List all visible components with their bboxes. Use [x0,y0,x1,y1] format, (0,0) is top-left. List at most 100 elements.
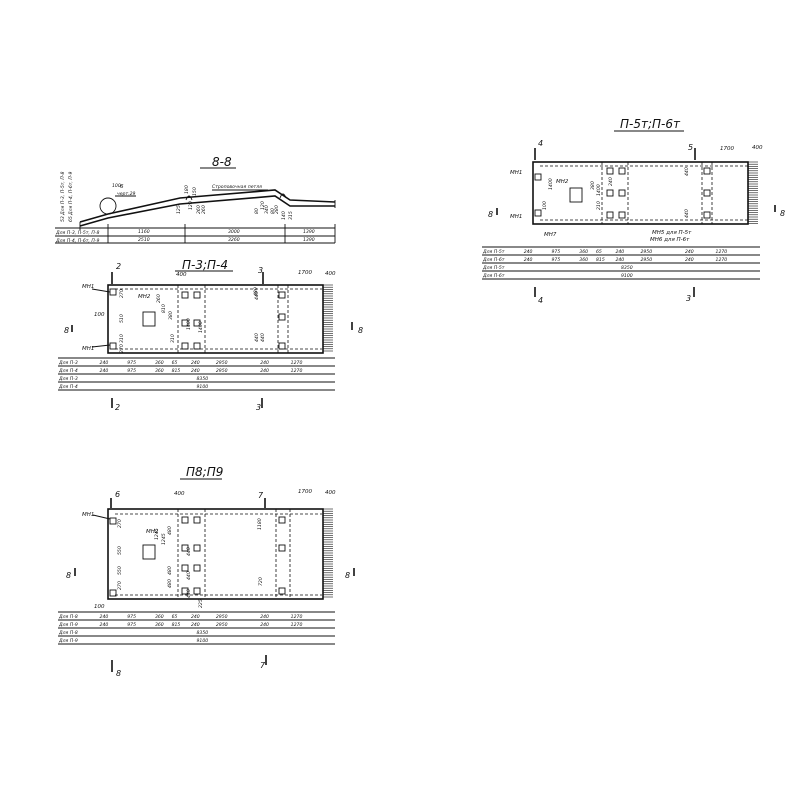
section-mark-6-top: 6 [115,490,120,499]
vertical-dim-label: 225 [198,599,204,608]
table-cell: 815 [172,622,181,628]
dim-bottom-3: 1390 [303,237,315,243]
vertical-dim-label: 440 [254,333,260,342]
section-small-dim: 150 [192,187,198,196]
vertical-dim-label: 440 [254,291,260,300]
table-row-label: Для П-6т [482,273,505,279]
section-mark-7-bottom: 7 [260,661,266,670]
vertical-dim-label: 240 [608,177,614,186]
dim-400: 400 [174,491,185,497]
mark-mn1-bottom: МН1 [510,214,522,220]
embedded-part [193,319,201,327]
dim-100: 100 [112,183,121,189]
embedded-part [109,589,117,597]
table-row-label: Для П-5т [482,265,505,271]
table-cell: 2950 [216,622,228,628]
table-cell: 2950 [640,249,652,255]
vertical-dim-label: 1400 [186,318,192,330]
mn2-plate [569,187,583,203]
embedded-part [109,517,117,525]
row-label-2: Для П-4, П-6т, П-9 [55,238,99,244]
embedded-part [181,319,189,327]
dim-400-right: 400 [325,271,336,277]
embedded-part [109,342,117,350]
section-small-dim: 280 [274,205,280,214]
embedded-part [618,211,626,219]
embedded-part [193,342,201,350]
mn1-leader [92,514,111,520]
dim-400: 400 [176,272,187,278]
table-row-label: Для П-6т [482,257,505,263]
vertical-dim-label: 1400 [596,184,602,196]
vertical-dim-label: 440 [684,209,690,218]
embedded-part [278,342,286,350]
table-row-label: Для П-4 [58,384,78,390]
plan-p5t-p6t: П-5т;П-6т 4 5 1700 400 МН1 МН1 МН2 МН7 М… [482,117,785,305]
table-cell: 1270 [716,249,728,255]
vertical-dim-label: 310 [119,334,125,343]
vertical-dim-label: 550 [117,546,123,555]
detail-callout-circle [99,197,117,215]
table-cell: 240 [100,360,109,366]
section-mark-7-top: 7 [258,491,264,500]
table-cell: 975 [127,368,136,374]
dim-100: 100 [94,604,105,610]
table-cell: 240 [615,249,624,255]
section-small-dim: 80 [270,208,276,214]
table-cell: 240 [260,622,269,628]
table-cell: 975 [127,360,136,366]
table-cell: 240 [260,614,269,620]
mark-mn1-bottom: МН1 [82,346,94,352]
vertical-dim-label: 440 [684,167,690,176]
embedded-part [606,189,614,197]
dim-top-3: 1390 [303,229,315,235]
cut-mark-8-left: 8 [66,571,71,580]
section-8-8: 8-8 Для П-3, П-5т, П-8 Для П-4, П-6т, П-… [55,155,336,244]
section-small-dim: 315 [288,211,294,220]
table-cell: 1270 [291,614,303,620]
embedded-part [703,189,711,197]
table-cell: 1270 [291,360,303,366]
cut-mark-8-left: 8 [64,326,69,335]
section-mark-8-bottom: 8 [116,669,121,678]
callout-number: 6 [120,184,124,190]
embedded-part [606,211,614,219]
section-small-dim: 120 [188,201,194,210]
embedded-part [181,516,189,524]
section-mark-2-top: 2 [116,262,121,271]
cut-mark-8-right: 8 [345,571,350,580]
dim-100: 100 [94,312,105,318]
section-mark-3-bottom: 3 [256,403,261,412]
table-row-label: Для П-5т [482,249,505,255]
mark-mn2: МН2 [138,294,151,300]
cut-mark-8-left: 8 [488,210,493,219]
table-cell: 240 [100,368,109,374]
table-cell: 65 [596,249,602,255]
embedded-part [278,587,286,595]
embedded-part [193,544,201,552]
vertical-dim-label: 1400 [548,178,554,190]
table-cell: 2950 [640,257,652,263]
cut-mark-8-right: 8 [358,326,363,335]
table-cell: 240 [524,249,533,255]
table-row-label: Для П-3 [58,376,78,382]
slab-outline [532,161,749,225]
mark-mn1: МН1 [82,512,94,518]
table-cell: 8350 [621,265,633,271]
vertical-dim-label: 210 [596,201,602,210]
vertical-dim-label: 440 [186,589,192,598]
embedded-part [181,291,189,299]
plan-title: П-3;П-4 [182,258,228,272]
embedded-part [618,189,626,197]
table-cell: 240 [191,614,200,620]
table-cell: 360 [579,249,588,255]
table-cell: 65 [172,614,178,620]
table-cell: 2950 [216,360,228,366]
table-cell: 240 [260,368,269,374]
table-cell: 240 [100,614,109,620]
vertical-dim-label: 270 [117,581,123,590]
vertical-dim-label: 480 [167,526,173,535]
